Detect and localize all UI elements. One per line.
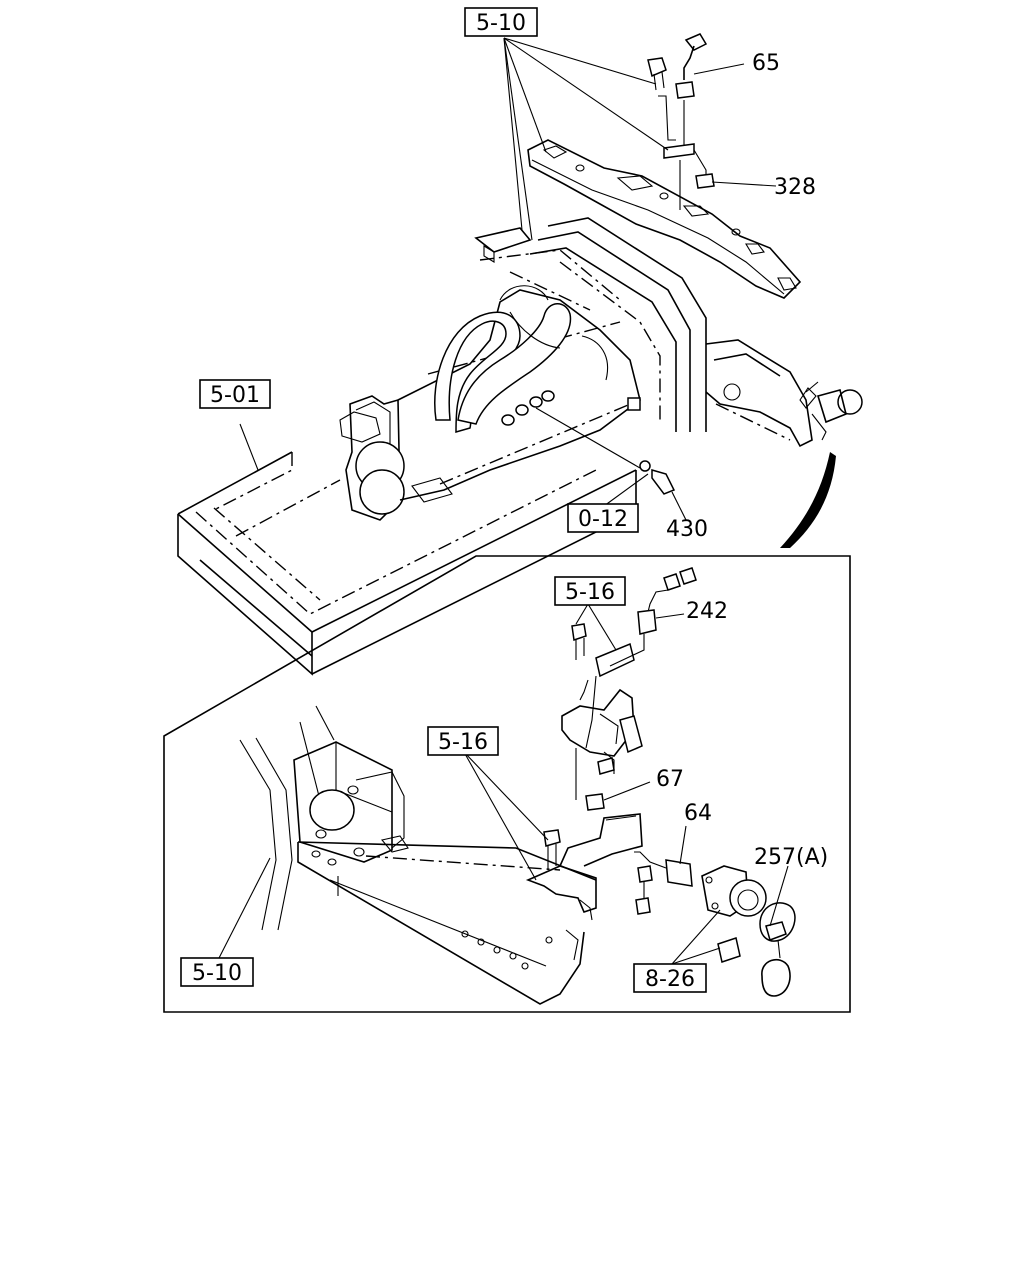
ref-label: 8-26 [645, 967, 695, 992]
part-number-430: 430 [666, 517, 708, 542]
switch-65-parts [647, 33, 715, 210]
leader-lines-inset [217, 603, 789, 965]
ref-label: 5-01 [210, 383, 260, 408]
part-number-257a: 257(A) [754, 845, 828, 870]
ref-box-5-16-lower[interactable]: 5-16 [427, 726, 499, 756]
detail-callout-arc [780, 452, 836, 548]
part-number-328: 328 [774, 175, 816, 200]
ref-label: 5-10 [476, 11, 526, 36]
ref-box-5-01[interactable]: 5-01 [199, 379, 271, 409]
ref-box-8-26[interactable]: 8-26 [633, 963, 707, 993]
ref-box-0-12[interactable]: 0-12 [567, 503, 639, 533]
part-number-65: 65 [752, 51, 780, 76]
engine-frame-assembly [177, 217, 863, 676]
ref-label: 0-12 [578, 507, 628, 532]
part-number-242: 242 [686, 599, 728, 624]
ref-box-5-16-upper[interactable]: 5-16 [554, 576, 626, 606]
top-crossmember [527, 139, 802, 299]
ref-box-5-10-inset[interactable]: 5-10 [180, 957, 254, 987]
part-number-67: 67 [656, 767, 684, 792]
ref-box-5-10-top[interactable]: 5-10 [464, 7, 538, 37]
detail-inset [163, 555, 851, 1013]
part-number-64: 64 [684, 801, 712, 826]
ref-label: 5-16 [438, 730, 488, 755]
ref-label: 5-16 [565, 580, 615, 605]
ref-label: 5-10 [192, 961, 242, 986]
leader-lines-upper [239, 37, 777, 521]
